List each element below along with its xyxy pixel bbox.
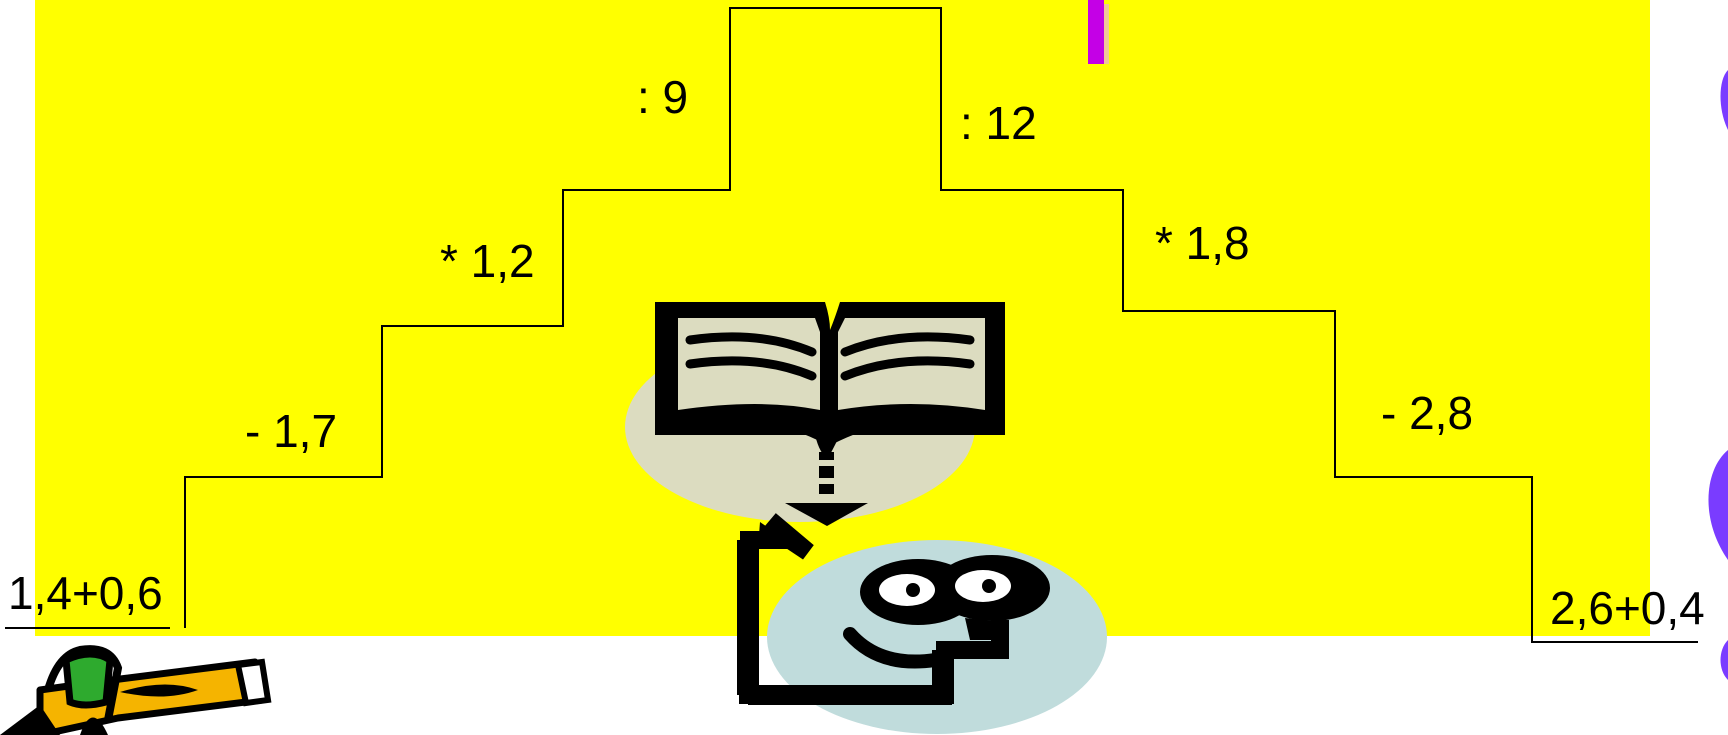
down-arrow-icon (785, 452, 868, 526)
violet-shape-mid (1708, 450, 1728, 560)
end-expression: 2,6+0,4 (1550, 582, 1705, 634)
violet-shape-bottom (1720, 640, 1728, 680)
violet-shape-top (1720, 70, 1728, 130)
right-step-2-label: * 1,8 (1155, 217, 1250, 269)
left-step-2-label: * 1,2 (440, 235, 535, 287)
open-book-icon (655, 302, 1005, 458)
pencil-icon (0, 645, 272, 735)
left-step-1-label: - 1,7 (245, 405, 338, 457)
right-step-3-label: - 2,8 (1381, 387, 1474, 439)
magenta-accent-bar (1088, 0, 1104, 64)
right-step-1-label: : 12 (960, 97, 1037, 149)
magenta-accent-shadow (1104, 4, 1109, 64)
left-step-3-label: : 9 (637, 71, 689, 123)
staircase-line (184, 7, 1698, 643)
face-icon (737, 513, 1050, 705)
start-expression: 1,4+0,6 (8, 567, 163, 619)
